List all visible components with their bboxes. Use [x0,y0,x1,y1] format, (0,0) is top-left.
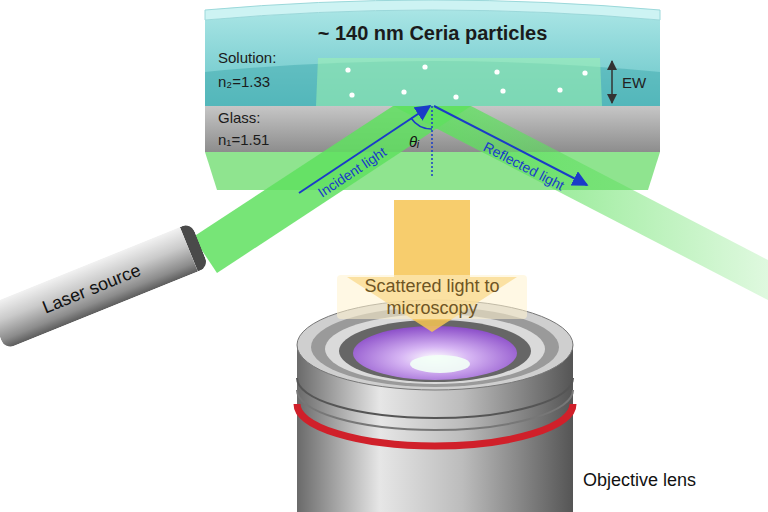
particle [582,70,587,75]
sample-drawing [193,0,768,300]
normal-line [431,106,433,178]
laser-source: Laser source [0,223,209,350]
objective-lens-drawing [297,300,573,512]
ew-arrow [611,61,613,103]
lens-ring [339,320,531,382]
particle [453,94,458,99]
angle-label: θᵢ [409,133,419,150]
particle [401,89,406,94]
lens-highlight [410,355,470,373]
illuminated-region [316,58,602,106]
lens-glass [353,326,517,380]
sample-slab: ~ 140 nm Ceria particlesSolution: n₂=1.3… [205,2,664,190]
edge-label: Scattered light to microscopy [337,275,527,319]
sample-title: ~ 140 nm Ceria particles [205,20,660,46]
particle [349,92,354,97]
reflected-arrow [434,106,587,185]
lens-rim [297,300,573,390]
particle [422,64,427,69]
light-arrow [394,200,470,277]
beam-label: Reflected light [481,138,567,193]
beam-label: Incident light [315,144,389,201]
particle [500,88,505,93]
lens-ring [325,314,545,384]
lens-ridge [297,390,573,430]
ceria-particles [345,64,587,99]
device-label: Laser source [0,239,192,338]
reflected-beam [393,106,768,300]
lens-red-band [297,404,573,446]
angle-arc [411,118,432,129]
medium-label: Glass: n₁=1.51 [218,107,292,151]
medium-label: Solution: n₂=1.33 [218,46,292,94]
solution-top [205,0,660,20]
lens-ring [311,307,559,387]
incident-arrow [299,106,430,193]
particle [345,67,350,72]
device-label: Objective lens [583,468,758,492]
glass-layer: Glass: n₁=1.51 [205,106,660,152]
particle [557,87,562,92]
layer-label: EW [622,74,646,91]
objective-lens: Objective lens [290,300,765,512]
solution-face [205,10,660,106]
particle [494,69,499,74]
